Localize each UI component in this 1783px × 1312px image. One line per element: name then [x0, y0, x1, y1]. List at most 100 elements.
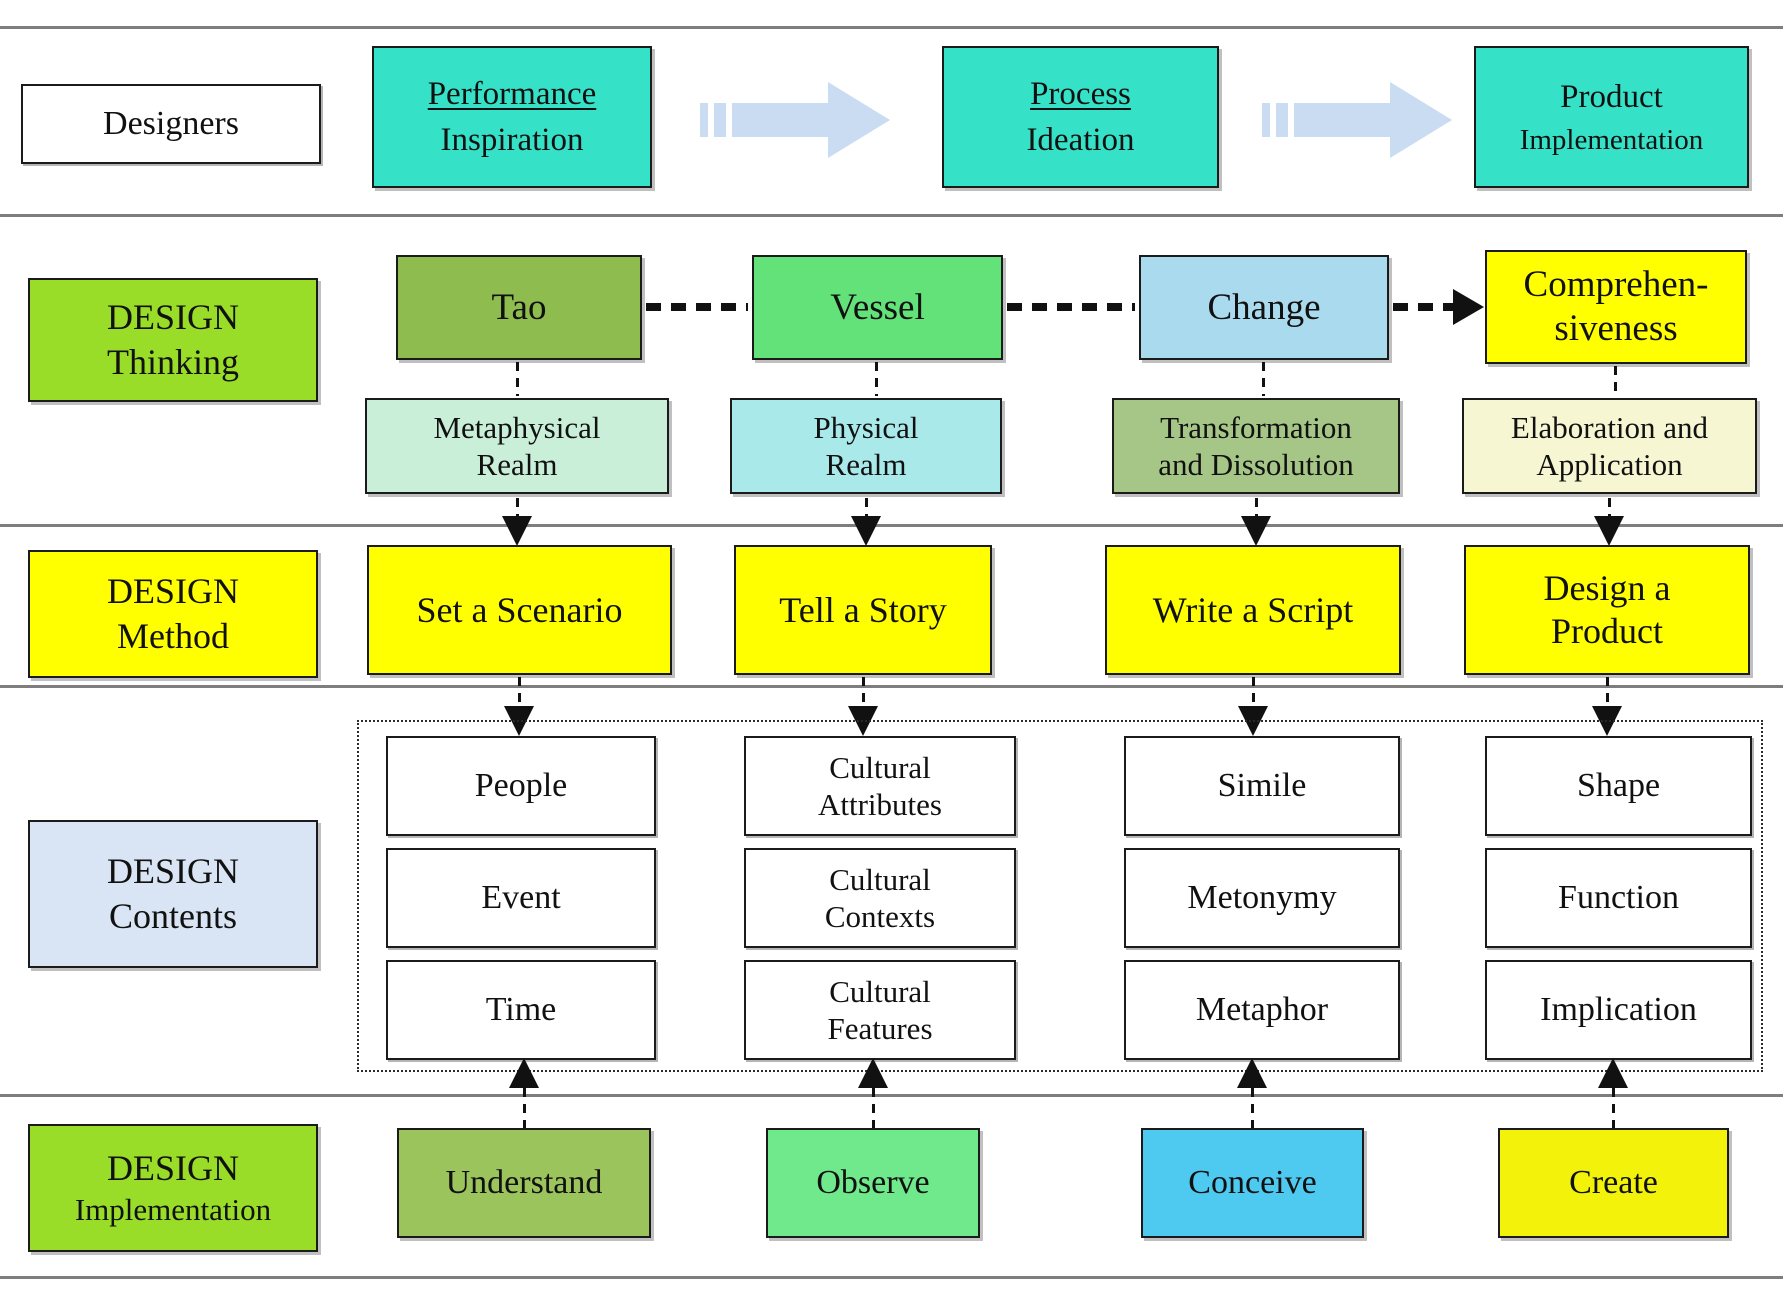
box-process-ideation: Process Ideation	[942, 46, 1219, 188]
dashed-connector	[516, 498, 519, 516]
row-label-line: Contents	[108, 896, 237, 936]
dashed-connector	[523, 1088, 526, 1128]
dashed-connector	[1606, 677, 1609, 705]
sub-label: Elaboration and	[1510, 409, 1709, 445]
box-transformation-dissolution: Transformation and Dissolution	[1112, 398, 1400, 494]
separator-line	[0, 1276, 1783, 1279]
row-label-line: DESIGN	[107, 571, 239, 611]
box-people: People	[386, 736, 656, 836]
dashed-connector	[518, 677, 521, 705]
implementation-label: Create	[1569, 1164, 1658, 1201]
box-simile: Simile	[1124, 736, 1400, 836]
arrowhead-up-icon	[1237, 1058, 1267, 1088]
concept-label: Vessel	[830, 287, 925, 328]
implementation-label: Observe	[816, 1164, 930, 1201]
box-designers: Designers	[21, 84, 321, 164]
dashed-connector	[1007, 303, 1135, 311]
method-label: Design a	[1543, 567, 1671, 608]
separator-line	[0, 214, 1783, 217]
separator-line	[0, 26, 1783, 29]
content-label: Event	[481, 879, 561, 916]
sub-label: Application	[1536, 447, 1683, 482]
content-label: Simile	[1217, 767, 1307, 804]
content-label: Metaphor	[1195, 991, 1329, 1028]
sub-label: and Dissolution	[1158, 447, 1354, 482]
box-write-a-script: Write a Script	[1105, 545, 1401, 675]
content-label: People	[474, 767, 568, 804]
row-label-design-implementation: DESIGN Implementation	[28, 1124, 318, 1252]
dashed-connector	[862, 677, 865, 705]
content-label: Metonymy	[1187, 879, 1337, 916]
box-implication: Implication	[1485, 960, 1752, 1060]
separator-line	[0, 524, 1783, 527]
dashed-connector	[865, 498, 868, 516]
box-event: Event	[386, 848, 656, 948]
box-metonymy: Metonymy	[1124, 848, 1400, 948]
row-label-design-contents: DESIGN Contents	[28, 820, 318, 968]
flow-arrow-icon	[1262, 82, 1452, 158]
dashed-connector	[1251, 1088, 1254, 1128]
box-observe: Observe	[766, 1128, 980, 1238]
row-label-line: Implementation	[74, 1192, 272, 1228]
row-label-line: DESIGN	[107, 1148, 239, 1189]
dashed-connector	[1608, 498, 1611, 516]
row-label-line: DESIGN	[107, 851, 239, 891]
dashed-connector	[1262, 362, 1265, 396]
sub-label: Realm	[476, 447, 558, 482]
method-label: Tell a Story	[779, 590, 947, 630]
phase-subtitle: Implementation	[1519, 123, 1704, 156]
phase-title: Process	[1030, 75, 1131, 112]
dashed-connector	[1393, 303, 1453, 311]
phase-title: Performance	[427, 75, 597, 112]
content-label: Function	[1558, 879, 1679, 916]
arrowhead-right-icon	[1453, 289, 1484, 325]
dashed-connector	[1252, 677, 1255, 705]
sub-label: Physical	[813, 409, 919, 445]
content-label: Cultural	[829, 861, 931, 897]
box-cultural-contexts: Cultural Contexts	[744, 848, 1016, 948]
content-label: Attributes	[818, 787, 942, 822]
concept-label: Tao	[491, 287, 547, 328]
dashed-connector	[516, 362, 519, 396]
box-understand: Understand	[397, 1128, 651, 1238]
box-metaphor: Metaphor	[1124, 960, 1400, 1060]
concept-label: Comprehen-	[1523, 263, 1709, 305]
box-change: Change	[1139, 255, 1389, 360]
concept-label: Change	[1207, 287, 1321, 328]
designers-label: Designers	[103, 105, 239, 142]
sub-label: Transformation	[1160, 409, 1352, 445]
sub-label: Metaphysical	[433, 409, 601, 445]
box-metaphysical-realm: Metaphysical Realm	[365, 398, 669, 494]
sub-label: Realm	[825, 447, 907, 482]
phase-title: Product	[1560, 78, 1663, 115]
flow-arrow-icon	[700, 82, 890, 158]
implementation-label: Conceive	[1188, 1164, 1317, 1201]
arrowhead-down-icon	[851, 516, 881, 546]
dashed-connector	[872, 1088, 875, 1128]
dashed-connector	[1612, 1088, 1615, 1128]
box-shape: Shape	[1485, 736, 1752, 836]
content-label: Features	[827, 1011, 933, 1046]
content-label: Implication	[1540, 991, 1697, 1028]
row-label-line: Thinking	[107, 342, 239, 382]
phase-subtitle: Inspiration	[440, 122, 584, 158]
row-label-line: DESIGN	[107, 297, 239, 337]
content-label: Cultural	[829, 749, 931, 785]
box-comprehensiveness: Comprehen- siveness	[1485, 250, 1747, 364]
arrowhead-up-icon	[1598, 1058, 1628, 1088]
box-vessel: Vessel	[752, 255, 1003, 360]
separator-line	[0, 685, 1783, 688]
contents-container	[357, 720, 1763, 1072]
box-set-a-scenario: Set a Scenario	[367, 545, 672, 675]
content-label: Contexts	[824, 899, 936, 934]
concept-label: siveness	[1554, 308, 1678, 349]
arrowhead-up-icon	[509, 1058, 539, 1088]
row-label-line: Method	[117, 616, 229, 656]
box-performance-inspiration: Performance Inspiration	[372, 46, 652, 188]
arrowhead-down-icon	[502, 516, 532, 546]
box-time: Time	[386, 960, 656, 1060]
dashed-connector	[646, 303, 748, 311]
box-product-implementation: Product Implementation	[1474, 46, 1749, 188]
arrowhead-up-icon	[858, 1058, 888, 1088]
